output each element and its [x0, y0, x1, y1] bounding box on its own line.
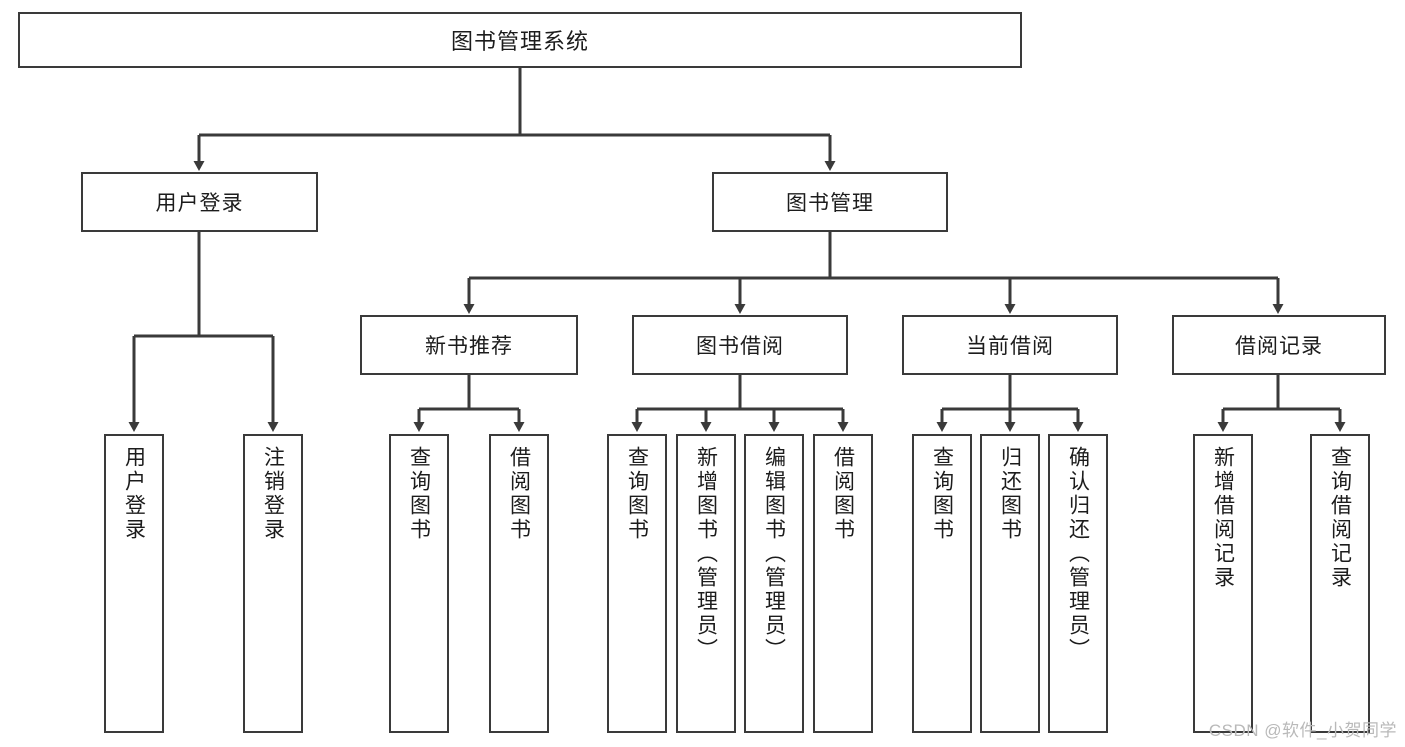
node-label: 查询借阅记录: [1328, 446, 1352, 590]
node-label: 当前借阅: [966, 335, 1054, 358]
leaf-borrow-record-query-record[interactable]: 查询借阅记录: [1310, 434, 1370, 733]
node-label: 查询图书: [407, 446, 431, 542]
node-label: 用户登录: [155, 192, 244, 215]
node-current-borrowing[interactable]: 当前借阅: [902, 315, 1118, 375]
node-book-borrowing[interactable]: 图书借阅: [632, 315, 848, 375]
node-label: 新书推荐: [425, 335, 513, 358]
leaf-user-login[interactable]: 用户登录: [104, 434, 164, 733]
node-label: 查询图书: [930, 446, 954, 542]
watermark: CSDN @软件_小贺同学: [1208, 721, 1397, 740]
leaf-book-borrow-borrow-books[interactable]: 借阅图书: [813, 434, 873, 733]
node-label: 编辑图书（管理员）: [762, 446, 786, 662]
node-label: 图书借阅: [696, 335, 784, 358]
node-label: 新增借阅记录: [1211, 446, 1235, 590]
leaf-logout[interactable]: 注销登录: [243, 434, 303, 733]
leaf-book-borrow-query-books[interactable]: 查询图书: [607, 434, 667, 733]
node-label: 借阅图书: [507, 446, 531, 542]
node-label: 图书管理: [786, 192, 874, 215]
node-root-book-management-system[interactable]: 图书管理系统: [18, 12, 1022, 68]
node-user-login[interactable]: 用户登录: [81, 172, 318, 232]
leaf-book-borrow-edit-book-admin[interactable]: 编辑图书（管理员）: [744, 434, 804, 733]
node-borrowing-record[interactable]: 借阅记录: [1172, 315, 1386, 375]
node-label: 图书管理系统: [450, 29, 589, 54]
leaf-borrow-record-add-record[interactable]: 新增借阅记录: [1193, 434, 1253, 733]
node-label: 借阅图书: [831, 446, 855, 542]
node-label: 确认归还（管理员）: [1066, 446, 1090, 662]
leaf-new-book-borrow-books[interactable]: 借阅图书: [489, 434, 549, 733]
leaf-current-borrow-confirm-return-admin[interactable]: 确认归还（管理员）: [1048, 434, 1108, 733]
node-label: 用户登录: [122, 446, 146, 542]
leaf-current-borrow-query-books[interactable]: 查询图书: [912, 434, 972, 733]
leaf-current-borrow-return-books[interactable]: 归还图书: [980, 434, 1040, 733]
node-book-management[interactable]: 图书管理: [712, 172, 948, 232]
node-label: 归还图书: [998, 446, 1022, 542]
leaf-new-book-query-books[interactable]: 查询图书: [389, 434, 449, 733]
node-label: 查询图书: [625, 446, 649, 542]
leaf-book-borrow-add-book-admin[interactable]: 新增图书（管理员）: [676, 434, 736, 733]
node-label: 新增图书（管理员）: [694, 446, 718, 662]
node-label: 注销登录: [261, 446, 285, 542]
node-new-book-recommendation[interactable]: 新书推荐: [360, 315, 578, 375]
node-label: 借阅记录: [1235, 335, 1323, 358]
